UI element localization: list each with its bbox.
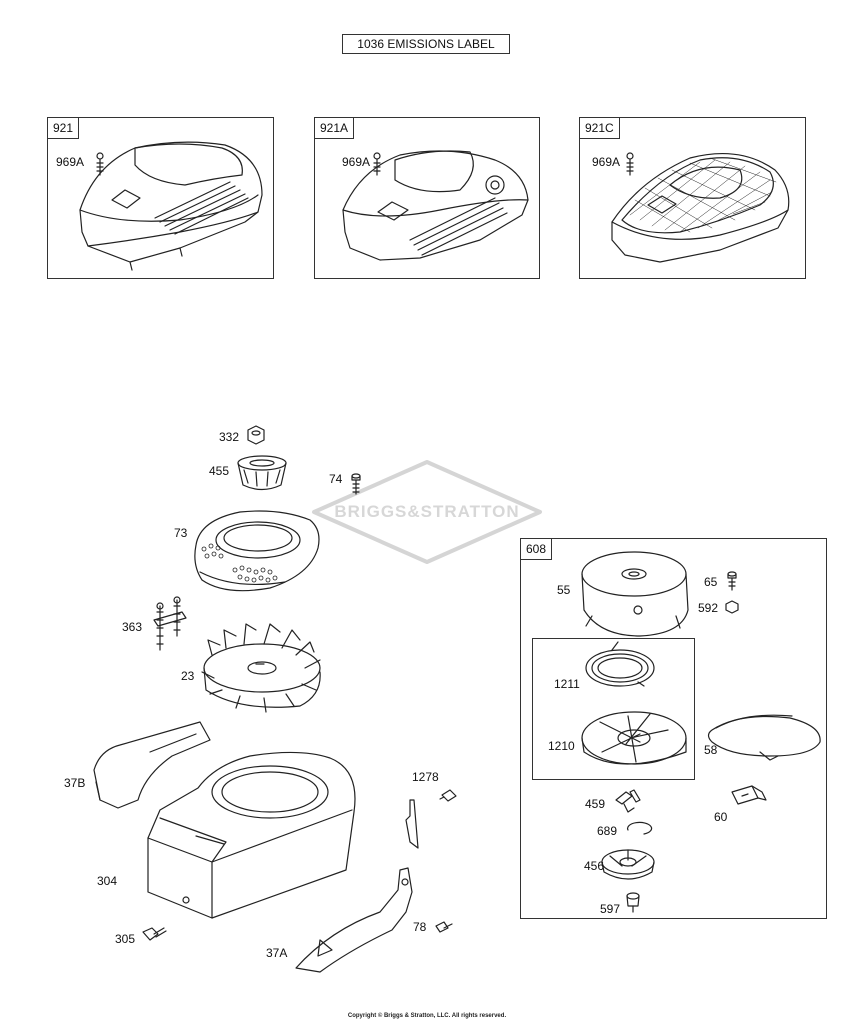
screw-969a-b-drawing [373, 152, 381, 176]
part-label-969a-c: 969A [592, 155, 621, 169]
part-label-363: 363 [122, 620, 143, 634]
part-label-304: 304 [97, 874, 118, 888]
part-label-969a-a: 969A [56, 155, 85, 169]
screw-597-drawing [626, 892, 640, 913]
screw-65-drawing [727, 571, 737, 591]
part-label-74: 74 [329, 472, 343, 486]
part-label-597: 597 [600, 902, 621, 916]
part-label-689: 689 [597, 824, 618, 838]
box-921: 921 [47, 117, 274, 279]
nut-332-drawing [247, 425, 265, 445]
box-608-tag: 608 [520, 538, 553, 560]
copyright-footer: Copyright © Briggs & Stratton, LLC. All … [347, 1013, 507, 1019]
part-label-60: 60 [714, 810, 728, 824]
cover-921a-drawing [342, 150, 529, 261]
mesh-921c-drawing [629, 157, 777, 233]
bracket-1278-drawing [405, 799, 419, 849]
screw-969a-c-drawing [626, 152, 634, 176]
box-921a-tag: 921A [314, 117, 355, 139]
housing-304-drawing [147, 751, 356, 919]
cover-921-drawing [79, 141, 263, 271]
part-label-1278: 1278 [412, 770, 439, 784]
emissions-label-box: 1036 EMISSIONS LABEL [342, 34, 510, 54]
part-label-55: 55 [557, 583, 571, 597]
handle-60-drawing [731, 785, 767, 805]
clip-689-drawing [626, 821, 653, 835]
dog-459-drawing [615, 789, 641, 813]
part-label-305: 305 [115, 932, 136, 946]
box-921a: 921A [314, 117, 540, 279]
box-pulley-spring [532, 638, 695, 780]
pulley-1210-drawing [581, 711, 687, 765]
part-label-37b: 37B [64, 776, 86, 790]
part-label-332: 332 [219, 430, 240, 444]
nut-592-drawing [725, 600, 739, 614]
box-921c: 921C [579, 117, 806, 279]
watermark-text: BRIGGS&STRATTON [334, 502, 520, 521]
part-label-459: 459 [585, 797, 606, 811]
part-label-455: 455 [209, 464, 230, 478]
part-label-58: 58 [704, 743, 718, 757]
screw-74-drawing [351, 473, 361, 495]
baffle-37b-drawing [93, 721, 211, 809]
part-label-73: 73 [174, 526, 188, 540]
screen-73-holes [201, 543, 278, 583]
box-921c-tag: 921C [579, 117, 620, 139]
part-label-1211: 1211 [554, 677, 580, 691]
bracket-363-drawing [153, 596, 187, 651]
screw-78-drawing [435, 921, 453, 933]
rope-58-drawing [707, 714, 821, 761]
retainer-456-drawing [601, 849, 655, 880]
part-label-969a-b: 969A [342, 155, 371, 169]
deflector-37a-drawing [295, 867, 413, 973]
cup-455-drawing [237, 455, 287, 491]
part-label-23: 23 [181, 669, 195, 683]
part-label-456: 456 [584, 859, 605, 873]
screw-305-drawing [142, 927, 167, 941]
part-label-37a: 37A [266, 946, 288, 960]
starter-housing-55-drawing [581, 551, 689, 637]
part-label-78: 78 [413, 920, 427, 934]
spring-1211-drawing [585, 641, 655, 687]
part-label-592: 592 [698, 601, 719, 615]
screw-1278-drawing [439, 789, 457, 802]
screw-969a-a-drawing [96, 152, 104, 176]
watermark-diamond [312, 460, 542, 564]
screen-73-drawing [194, 510, 320, 592]
box-608: 608 [520, 538, 827, 919]
box-921-tag: 921 [47, 117, 80, 139]
flywheel-23-drawing [201, 623, 321, 713]
part-label-65: 65 [704, 575, 718, 589]
part-label-1210: 1210 [548, 739, 575, 753]
cover-921c-drawing [611, 153, 790, 263]
